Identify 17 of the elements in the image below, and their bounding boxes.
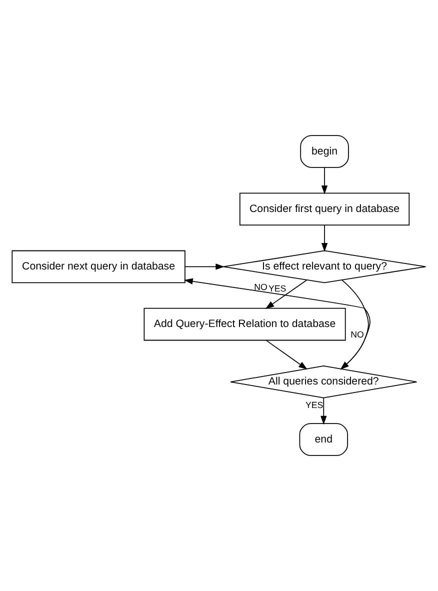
node-box: Consider first query in database [239,192,410,226]
arrow [321,167,328,194]
node-box: Consider next query in database [12,250,186,284]
edge-label: YES [268,283,286,294]
arrow [321,224,328,252]
node-box: Add Query-Effect Relation to database [144,308,346,341]
edge-label: NO [254,282,268,292]
node-box: end [299,423,348,456]
edge-label: YES [305,400,324,410]
arrow [266,340,308,370]
node-diamond: Is effect relevant to query? [222,250,426,284]
edge-label: NO [350,330,364,340]
node-box: begin [300,135,349,168]
arrow [184,264,225,270]
arrow [320,398,327,425]
node-diamond: All queries considered? [230,366,418,398]
arrow [265,280,308,310]
